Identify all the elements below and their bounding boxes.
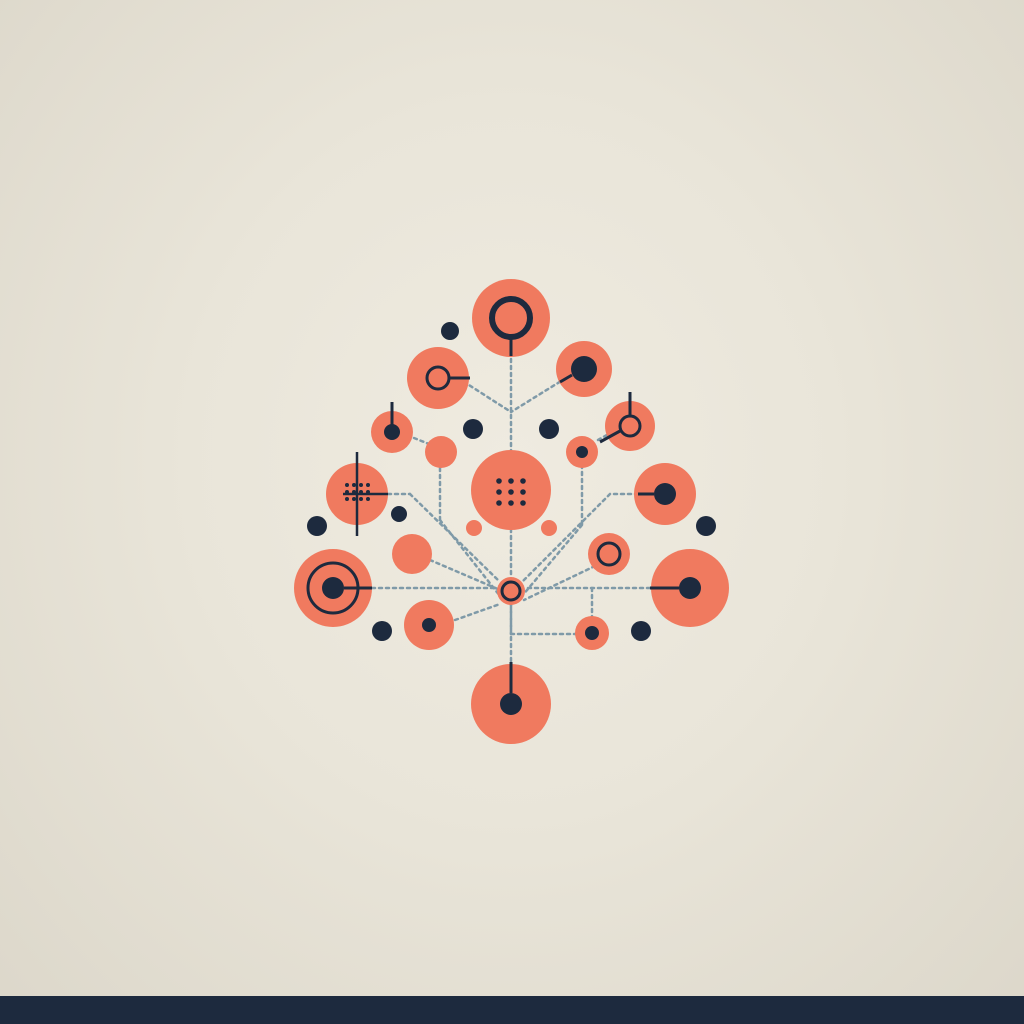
center-left-small-node xyxy=(466,520,482,536)
mid-right-ring-node xyxy=(605,401,655,451)
upper-left-node xyxy=(407,347,469,409)
center-right-small-node xyxy=(541,520,557,536)
left-plain-node xyxy=(392,534,432,574)
footer-bar xyxy=(0,996,1024,1024)
right-ring-node xyxy=(588,533,630,575)
connector-lines xyxy=(370,343,652,664)
navy-details xyxy=(306,296,716,715)
top-node xyxy=(472,279,550,357)
mid-left-dot-node xyxy=(425,436,457,468)
